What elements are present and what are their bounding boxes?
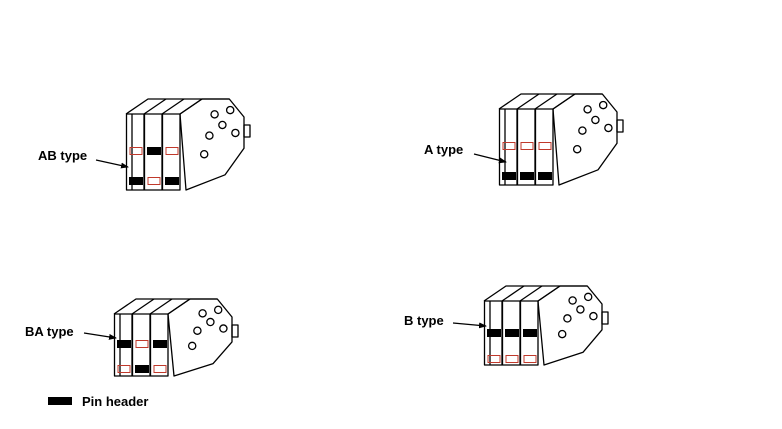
connector-top-divider xyxy=(149,298,173,315)
screw-hole-icon xyxy=(598,100,608,110)
screw-hole-icon xyxy=(213,305,223,315)
screw-hole-icon xyxy=(589,311,598,321)
empty-slot xyxy=(117,365,131,373)
pin-header xyxy=(487,329,501,337)
connector-latch xyxy=(616,119,624,133)
connector-latch xyxy=(243,124,251,138)
connector-a: A type xyxy=(424,93,624,186)
empty-slot xyxy=(505,355,519,363)
screw-hole-icon xyxy=(231,128,240,138)
pin-header xyxy=(520,172,534,180)
empty-slot xyxy=(129,147,143,155)
pin-header xyxy=(538,172,552,180)
pin-header xyxy=(129,177,143,185)
pin-header xyxy=(523,329,537,337)
empty-slot xyxy=(538,142,552,150)
screw-hole-icon xyxy=(206,317,215,327)
screw-hole-icon xyxy=(568,296,577,305)
legend-label: Pin header xyxy=(82,394,148,409)
pin-header xyxy=(147,147,161,155)
connector-top-divider xyxy=(534,93,558,110)
legend-pin-header-swatch xyxy=(48,397,72,405)
label-arrow xyxy=(452,322,487,329)
connector-top-divider xyxy=(143,98,167,115)
empty-slot xyxy=(147,177,161,185)
label-arrow xyxy=(83,332,117,340)
empty-slot xyxy=(487,355,501,363)
connector-top-divider xyxy=(161,98,185,115)
screw-hole-icon xyxy=(218,120,227,130)
screw-hole-icon xyxy=(198,309,207,318)
screw-hole-icon xyxy=(557,329,567,339)
screw-hole-icon xyxy=(199,149,209,159)
connector-b: B type xyxy=(404,285,609,366)
pin-header xyxy=(502,172,516,180)
pin-header xyxy=(165,177,179,185)
connector-ab: AB type xyxy=(38,98,251,191)
connector-top-divider xyxy=(131,298,155,315)
connector-top-divider xyxy=(516,93,540,110)
empty-slot xyxy=(502,142,516,150)
connector-ba: BA type xyxy=(25,298,239,377)
screw-hole-icon xyxy=(219,324,228,333)
connector-label-a: A type xyxy=(424,142,463,157)
pin-header xyxy=(153,340,167,348)
screw-hole-icon xyxy=(563,314,572,323)
screw-hole-icon xyxy=(572,144,582,154)
screw-hole-icon xyxy=(604,123,613,133)
connector-label-ab: AB type xyxy=(38,148,87,163)
connector-label-b: B type xyxy=(404,313,444,328)
empty-slot xyxy=(153,365,167,373)
screw-hole-icon xyxy=(225,105,235,115)
empty-slot xyxy=(135,340,149,348)
connector-column xyxy=(161,113,181,191)
screw-hole-icon xyxy=(576,305,585,314)
pin-header xyxy=(117,340,131,348)
screw-hole-icon xyxy=(583,105,592,114)
screw-hole-icon xyxy=(187,341,197,351)
connector-column xyxy=(149,313,169,377)
connector-column xyxy=(519,300,539,366)
pin-header xyxy=(135,365,149,373)
screw-hole-icon xyxy=(578,126,587,135)
screw-hole-icon xyxy=(591,115,600,125)
legend: Pin header xyxy=(48,394,148,409)
label-arrow xyxy=(473,153,507,164)
label-arrow xyxy=(95,159,129,169)
empty-slot xyxy=(523,355,537,363)
empty-slot xyxy=(165,147,179,155)
screw-hole-icon xyxy=(210,110,219,119)
connector-latch xyxy=(231,324,239,338)
empty-slot xyxy=(520,142,534,150)
connector-column xyxy=(534,108,554,186)
connector-label-ba: BA type xyxy=(25,324,74,339)
connector-latch xyxy=(601,311,609,325)
connectors-layer: AB type A type BA type B type xyxy=(25,93,624,377)
connector-top-divider xyxy=(519,285,543,302)
screw-hole-icon xyxy=(583,292,593,302)
connector-top-divider xyxy=(501,285,525,302)
screw-hole-icon xyxy=(193,326,202,335)
pin-header xyxy=(505,329,519,337)
screw-hole-icon xyxy=(205,131,214,140)
